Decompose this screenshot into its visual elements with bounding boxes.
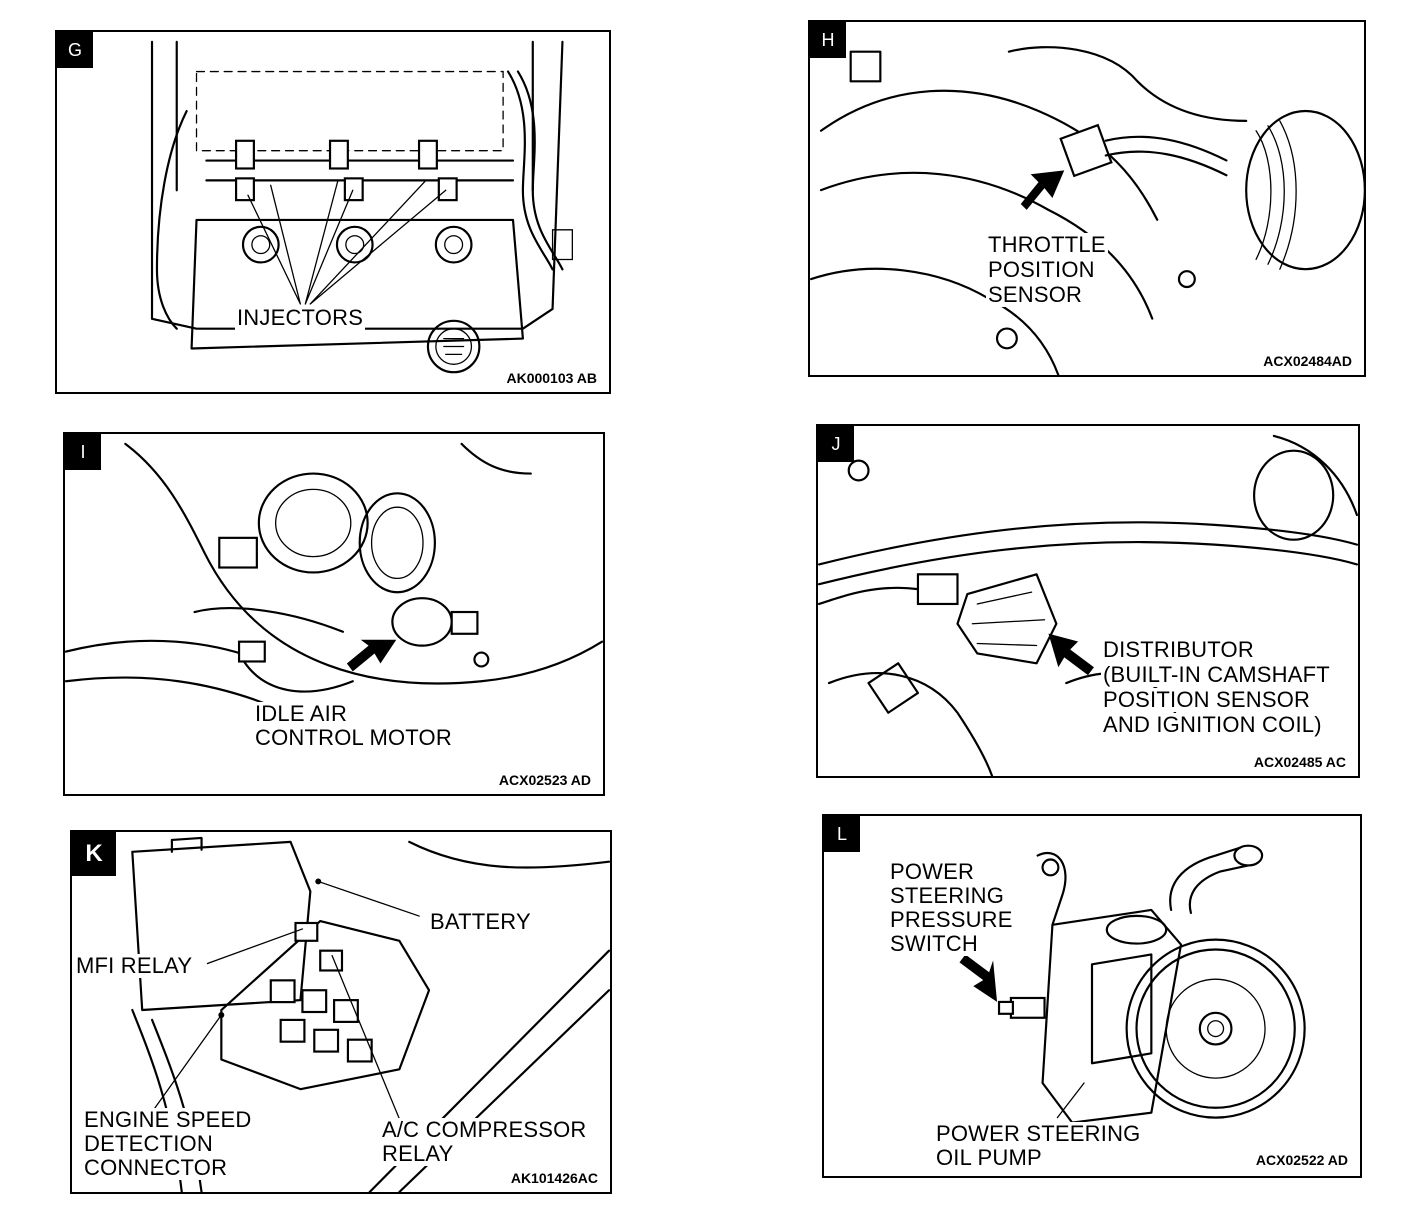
throttle-label-line3: SENSOR: [986, 282, 1085, 307]
panel-h-tag: H: [810, 22, 846, 58]
panel-g-figure-code: AK000103 AB: [504, 370, 599, 386]
panel-k-relays: K BATTERY MFI RELAY ENGINE SPEED DETECTI…: [70, 830, 612, 1194]
panel-k-figure-code: AK101426AC: [508, 1170, 600, 1186]
throttle-body-illustration: [810, 46, 1364, 375]
iac-label-line1: IDLE AIR: [253, 701, 350, 726]
pointer-arrow-icon: [346, 639, 397, 672]
engine-speed-connector-line1: ENGINE SPEED: [82, 1107, 254, 1132]
panel-h-throttle-position-sensor: H THROTTLE POSITION SENSOR ACX02484AD: [808, 20, 1366, 377]
power-steering-pump-illustration: [959, 844, 1306, 1124]
pointer-arrow-icon: [959, 954, 998, 1002]
engine-injectors-illustration: [150, 40, 573, 374]
engine-speed-connector-line2: DETECTION: [82, 1131, 215, 1156]
pointer-arrow-icon: [1020, 170, 1065, 210]
mfi-relay-label: MFI RELAY: [74, 953, 195, 978]
iac-label-line2: CONTROL MOTOR: [253, 725, 454, 750]
distributor-label-line1: DISTRIBUTOR: [1101, 637, 1256, 662]
pointer-arrow-icon: [1048, 633, 1094, 676]
engine-speed-connector-line3: CONNECTOR: [82, 1155, 230, 1180]
pressure-switch-line1: POWER: [888, 859, 977, 884]
distributor-label-line2: (BUILT-IN CAMSHAFT: [1101, 662, 1332, 687]
panel-h-figure-code: ACX02484AD: [1261, 353, 1354, 369]
pressure-switch-line4: SWITCH: [888, 931, 980, 956]
panel-l-power-steering: L POWER STEERING PRESSURE SWITCH POWER S…: [822, 814, 1362, 1178]
ac-compressor-relay-line1: A/C COMPRESSOR: [380, 1117, 589, 1142]
pressure-switch-line2: STEERING: [888, 883, 1007, 908]
pressure-switch-line3: PRESSURE: [888, 907, 1015, 932]
panel-i-idle-air-control-motor: I IDLE AIR CONTROL MOTOR ACX02523 AD: [63, 432, 605, 796]
panel-g-injectors: G INJECTORS AK000103: [55, 30, 611, 394]
panel-k-tag: K: [72, 832, 116, 876]
distributor-label-line4: AND IGNITION COIL): [1101, 712, 1324, 737]
panel-l-figure-code: ACX02522 AD: [1253, 1152, 1350, 1168]
panel-g-tag: G: [57, 32, 93, 68]
oil-pump-line1: POWER STEERING: [934, 1121, 1143, 1146]
panel-l-tag: L: [824, 816, 860, 852]
injectors-label: INJECTORS: [235, 305, 366, 330]
panel-j-figure-code: ACX02485 AC: [1251, 754, 1348, 770]
panel-j-tag: J: [818, 426, 854, 462]
battery-label: BATTERY: [428, 909, 533, 934]
distributor-label-line3: POSITION SENSOR: [1101, 687, 1313, 712]
idle-air-control-illustration: [65, 442, 603, 732]
throttle-label-line2: POSITION: [986, 257, 1097, 282]
panel-i-tag: I: [65, 434, 101, 470]
panel-i-figure-code: ACX02523 AD: [496, 772, 593, 788]
panel-j-distributor: J DISTRIBUTOR (BUILT-IN CAMSHAFT POSITIO…: [816, 424, 1360, 778]
oil-pump-line2: OIL PUMP: [934, 1145, 1044, 1170]
ac-compressor-relay-line2: RELAY: [380, 1141, 456, 1166]
throttle-label-line1: THROTTLE: [986, 232, 1108, 257]
